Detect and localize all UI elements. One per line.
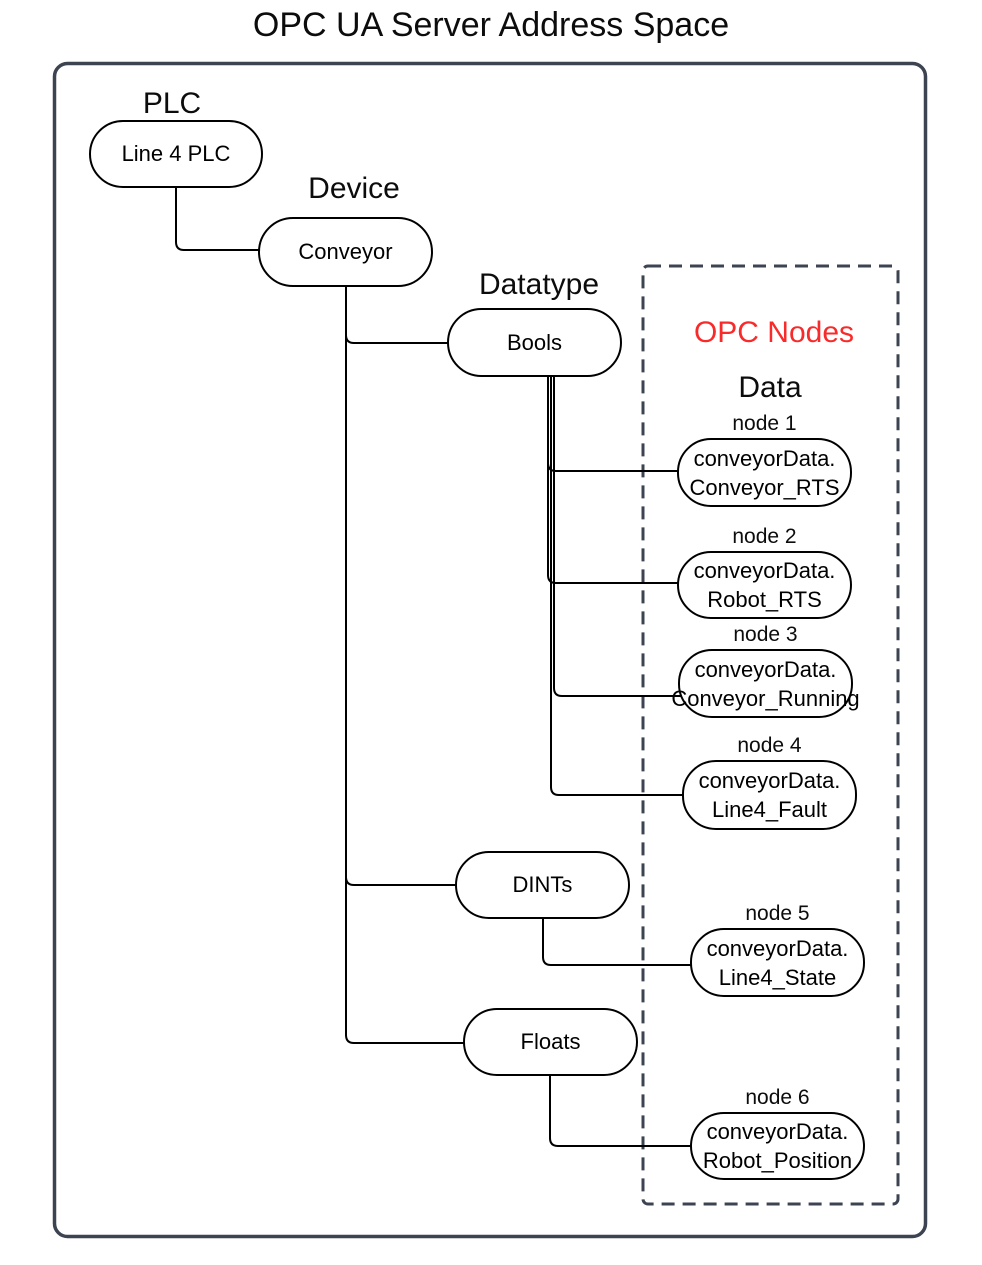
opc-node-1-line1: conveyorData. — [693, 445, 836, 471]
outer-frame — [52, 61, 928, 1239]
connector-bools-to-node1 — [547, 376, 679, 472]
opc-nodes-dashed-frame — [641, 264, 900, 1206]
tree-node-bools-label: Bools — [506, 329, 563, 355]
tree-node-line4-plc: Line 4 PLC — [89, 120, 263, 188]
opc-node-group-5: node 5 conveyorData. Line4_State — [690, 900, 865, 997]
connector-floats-to-node6 — [549, 1075, 692, 1147]
opc-node-2-line2: Robot_RTS — [707, 587, 822, 612]
opc-node-5-line2: Line4_State — [718, 964, 837, 990]
opc-node-group-6: node 6 conveyorData. Robot_Position — [690, 1084, 865, 1180]
opc-node-group-3: node 3 conveyorData. Conveyor_Running — [671, 621, 860, 718]
connector-conveyor-to-floats — [345, 287, 465, 1044]
connector-conveyor-to-bools — [345, 287, 449, 344]
opc-node-3-line1: conveyorData. — [694, 656, 837, 682]
opc-node-1-name: node 1 — [732, 412, 797, 435]
opc-node-6-name: node 6 — [745, 1086, 810, 1109]
connector-plc-to-conveyor — [175, 188, 260, 251]
opc-nodes-panel-title: OPC Nodes — [693, 316, 855, 349]
tree-node-line4-plc-label: Line 4 PLC — [121, 141, 231, 166]
tree-node-dints: DINTs — [455, 851, 630, 919]
opc-node-1-line2: Conveyor_RTS — [689, 474, 840, 500]
tree-node-conveyor: Conveyor — [258, 217, 433, 287]
device-category-label: Device — [308, 172, 400, 205]
diagram-title: OPC UA Server Address Space — [252, 6, 730, 44]
opc-node-6-line2: Robot_Position — [702, 1148, 853, 1173]
data-panel-subtitle: Data — [738, 371, 802, 404]
connector-bools-to-node2 — [547, 376, 679, 584]
tree-node-conveyor-label: Conveyor — [298, 239, 393, 264]
connector-conveyor-to-dints — [345, 287, 457, 886]
opc-node-3: conveyorData. Conveyor_Running — [671, 649, 860, 718]
tree-node-floats: Floats — [463, 1008, 638, 1076]
opc-node-2: conveyorData. Robot_RTS — [677, 551, 852, 619]
tree-node-bools: Bools — [447, 308, 622, 377]
tree-node-dints-label: DINTs — [512, 872, 573, 897]
opc-node-4: conveyorData. Line4_Fault — [682, 760, 857, 830]
opc-node-group-4: node 4 conveyorData. Line4_Fault — [682, 732, 857, 830]
plc-category-label: PLC — [142, 87, 202, 120]
opc-node-5-name: node 5 — [745, 902, 810, 925]
connector-bools-to-node4 — [550, 376, 684, 796]
opc-node-group-2: node 2 conveyorData. Robot_RTS — [677, 523, 852, 619]
opc-node-2-name: node 2 — [732, 525, 797, 548]
opc-node-3-line2: Conveyor_Running — [671, 685, 860, 711]
opc-node-4-line1: conveyorData. — [698, 768, 841, 793]
opc-node-2-line1: conveyorData. — [693, 558, 836, 583]
opc-node-1: conveyorData. Conveyor_RTS — [677, 438, 852, 507]
connector-bools-to-node3 — [553, 376, 681, 697]
opc-node-5: conveyorData. Line4_State — [690, 928, 865, 997]
connector-dints-to-node5 — [542, 918, 692, 966]
opc-node-3-name: node 3 — [733, 623, 798, 646]
opc-node-6-line1: conveyorData. — [706, 1119, 849, 1144]
opc-node-5-line1: conveyorData. — [706, 935, 849, 961]
opc-node-4-name: node 4 — [737, 734, 802, 757]
opc-node-group-1: node 1 conveyorData. Conveyor_RTS — [677, 410, 852, 507]
tree-node-floats-label: Floats — [520, 1029, 581, 1054]
opc-node-4-line2: Line4_Fault — [712, 797, 827, 822]
datatype-category-label: Datatype — [478, 268, 600, 301]
opc-node-6: conveyorData. Robot_Position — [690, 1112, 865, 1180]
